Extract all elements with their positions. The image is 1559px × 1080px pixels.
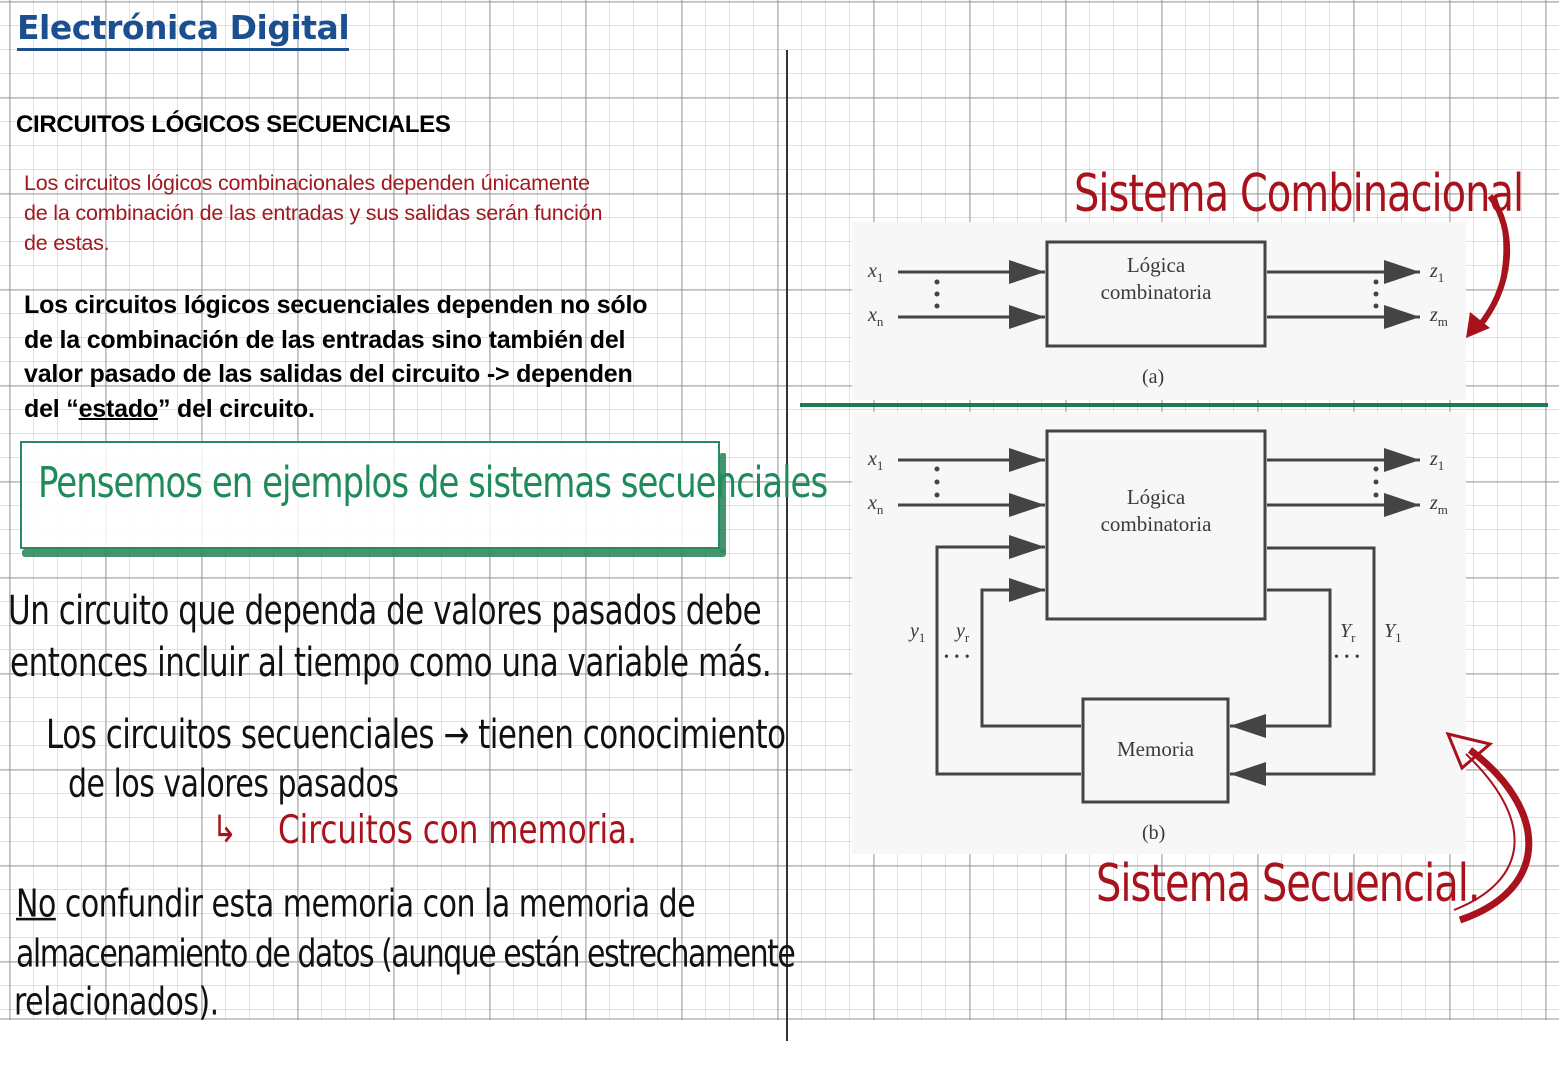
combinational-line-1: Los circuitos lógicos combinacionales de… — [24, 171, 590, 195]
page-title: Electrónica Digital — [17, 8, 350, 51]
handwritten-line-2: entonces incluir al tiempo como una vari… — [10, 640, 772, 687]
combinational-logic-block-label: Lógica combinatoria — [1047, 484, 1265, 538]
sequential-line-3: valor pasado de las salidas del circuito… — [24, 360, 633, 388]
curved-arrow-up-icon — [1445, 731, 1533, 924]
diagram-b-lines — [898, 429, 1420, 804]
diagram-b-caption: (b) — [1142, 822, 1166, 844]
next-state-Yr-label: Yr — [1340, 620, 1356, 645]
handwritten-note-line-3: relacionados). — [14, 980, 219, 1025]
output-z1-label: z1 — [1430, 448, 1445, 473]
combinational-line-2: de la combinación de las entradas y sus … — [24, 201, 603, 225]
input-xn-label: xn — [868, 492, 884, 517]
state-y1-label: y1 — [910, 620, 926, 645]
diagram-a-caption: (a) — [1142, 366, 1165, 388]
diagram-b-sequential: x1 xn z1 zm y1 yr Yr Y1 • • • • • • Lógi… — [852, 412, 1466, 854]
sequential-paragraph: Los circuitos lógicos secuenciales depen… — [24, 288, 764, 426]
left-ellipsis: • • • — [944, 650, 971, 665]
input-xn-label: xn — [868, 304, 884, 329]
note-box-text: Pensemos en ejemplos de sistemas secuenc… — [38, 458, 828, 508]
output-zm-label: zm — [1430, 304, 1448, 329]
output-z1-label: z1 — [1430, 260, 1445, 285]
section-heading: CIRCUITOS LÓGICOS SECUENCIALES — [16, 111, 451, 138]
combinational-line-3: de estas. — [24, 231, 110, 255]
combinational-paragraph: Los circuitos lógicos combinacionales de… — [24, 168, 744, 258]
handwritten-line-3: Los circuitos secuenciales → tienen cono… — [46, 712, 786, 759]
sequential-line-1: Los circuitos lógicos secuenciales depen… — [24, 291, 648, 319]
no-emphasis: No — [16, 882, 56, 927]
diagram-a-combinational: x1 xn z1 zm Lógica combinatoria (a) — [852, 222, 1466, 400]
input-x1-label: x1 — [868, 448, 884, 473]
handwritten-note-line-2: almacenamiento de datos (aunque están es… — [16, 932, 796, 977]
arrow-bent-icon: ↳ — [212, 808, 238, 852]
sequential-line-4-pre: del “ — [24, 394, 79, 423]
combinational-system-label: Sistema Combinacional — [1074, 164, 1524, 224]
handwritten-line-4: de los valores pasados — [68, 762, 399, 807]
memory-block-label: Memoria — [1117, 737, 1194, 761]
block-label-line-2: combinatoria — [1100, 512, 1212, 536]
state-yr-label: yr — [956, 620, 970, 645]
note-box — [20, 441, 726, 557]
block-label-line-2: combinatoria — [1100, 280, 1212, 304]
sequential-line-4: del “estado” del circuito. — [24, 392, 764, 427]
estado-term: estado — [78, 394, 159, 423]
page-divider — [786, 50, 788, 1041]
handwritten-memory-note: Circuitos con memoria. — [278, 808, 637, 853]
diagram-a-lines — [898, 240, 1420, 348]
sequential-system-label: Sistema Secuencial. — [1096, 854, 1481, 914]
combinational-logic-block-label: Lógica combinatoria — [1047, 252, 1265, 306]
next-state-Y1-label: Y1 — [1384, 620, 1402, 645]
block-label-line-1: Lógica — [1126, 485, 1186, 509]
input-x1-label: x1 — [868, 260, 884, 285]
handwritten-line-1: Un circuito que dependa de valores pasad… — [8, 588, 762, 635]
curved-arrow-down-icon — [1466, 194, 1511, 338]
note-line-1-text: confundir esta memoria con la memoria de — [55, 882, 696, 927]
handwritten-note-line-1: No confundir esta memoria con la memoria… — [16, 882, 696, 927]
sequential-line-2: de la combinación de las entradas sino t… — [24, 325, 626, 354]
output-zm-label: zm — [1430, 492, 1448, 517]
sequential-line-4-post: ” del circuito. — [157, 394, 315, 423]
right-ellipsis: • • • — [1334, 650, 1361, 665]
green-separator — [800, 403, 1548, 407]
block-label-line-1: Lógica — [1126, 253, 1186, 277]
